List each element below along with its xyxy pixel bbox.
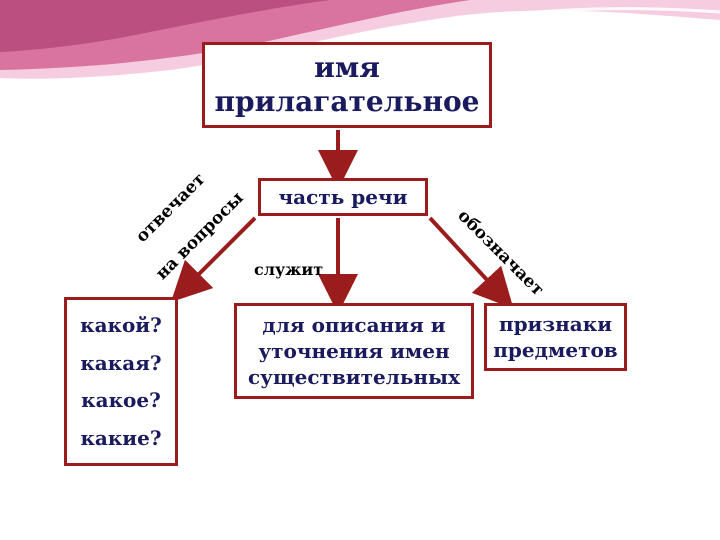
description-line-3: существительных (247, 365, 461, 389)
description-line-2: уточнения имен (258, 339, 450, 363)
signs-box: признаки предметов (484, 303, 627, 371)
question-item: какой? (80, 312, 162, 337)
part-of-speech-box: часть речи (258, 178, 428, 216)
arrow-part-to-questions (170, 216, 257, 303)
serves-label: служит (254, 260, 324, 279)
question-item: какие? (80, 426, 162, 451)
arrow-part-to-signs (428, 216, 514, 309)
description-box: для описания и уточнения имен существите… (234, 303, 474, 399)
title-line-2: прилагательное (214, 85, 480, 118)
title-line-1: имя (314, 51, 380, 84)
signs-line-2: предметов (493, 338, 618, 362)
question-item: какая? (80, 350, 162, 375)
part-of-speech-label: часть речи (278, 185, 408, 209)
description-line-1: для описания и (262, 313, 446, 337)
signs-line-1: признаки (498, 312, 613, 336)
questions-box: какой? какая? какое? какие? (64, 297, 178, 466)
title-box: имя прилагательное (202, 42, 492, 128)
decorative-banner (0, 0, 720, 79)
question-item: какое? (81, 388, 161, 413)
